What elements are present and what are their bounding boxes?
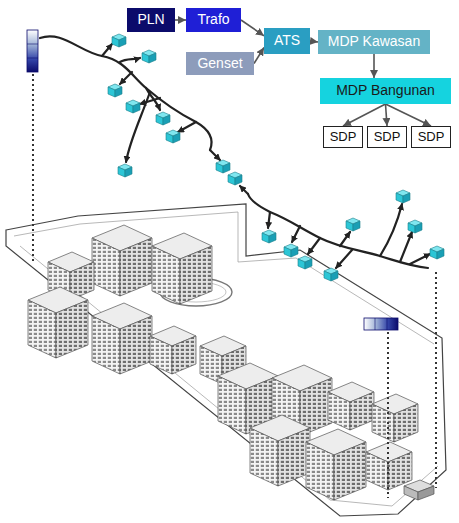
- site-outline: [6, 204, 446, 516]
- flow-arrow: [310, 41, 318, 42]
- source-box: PLN: [127, 8, 175, 32]
- node-label: SDP: [374, 130, 401, 144]
- sub-panel-box: SDP: [367, 126, 407, 148]
- node-label: MDP Kawasan: [328, 34, 420, 49]
- node-label: SDP: [330, 130, 357, 144]
- panel-box: MDP Kawasan: [318, 30, 430, 54]
- node-label: Trafo: [197, 12, 229, 27]
- distribution-box: [228, 172, 444, 281]
- flow-arrow: [254, 48, 264, 64]
- node-label: Genset: [197, 56, 242, 71]
- campus-buildings: [28, 225, 434, 500]
- switch-box: ATS: [264, 28, 310, 54]
- flow-arrow: [241, 20, 264, 36]
- transformer-box: Trafo: [186, 8, 241, 32]
- power-source-icon: [27, 30, 398, 330]
- node-label: SDP: [418, 130, 445, 144]
- flow-arrow: [343, 104, 386, 126]
- node-label: PLN: [137, 12, 164, 27]
- flow-arrow: [373, 54, 375, 78]
- cable-tree: [240, 186, 430, 268]
- panel-box: MDP Bangunan: [320, 78, 451, 104]
- sub-panel-box: SDP: [411, 126, 451, 148]
- flow-arrow: [175, 19, 186, 21]
- flow-arrow: [386, 104, 388, 126]
- node-label: ATS: [274, 33, 300, 48]
- generator-box: Genset: [186, 52, 254, 75]
- flow-arrow: [386, 104, 432, 126]
- sub-panel-box: SDP: [323, 126, 363, 148]
- leader-line: [33, 74, 436, 498]
- node-label: MDP Bangunan: [336, 83, 435, 98]
